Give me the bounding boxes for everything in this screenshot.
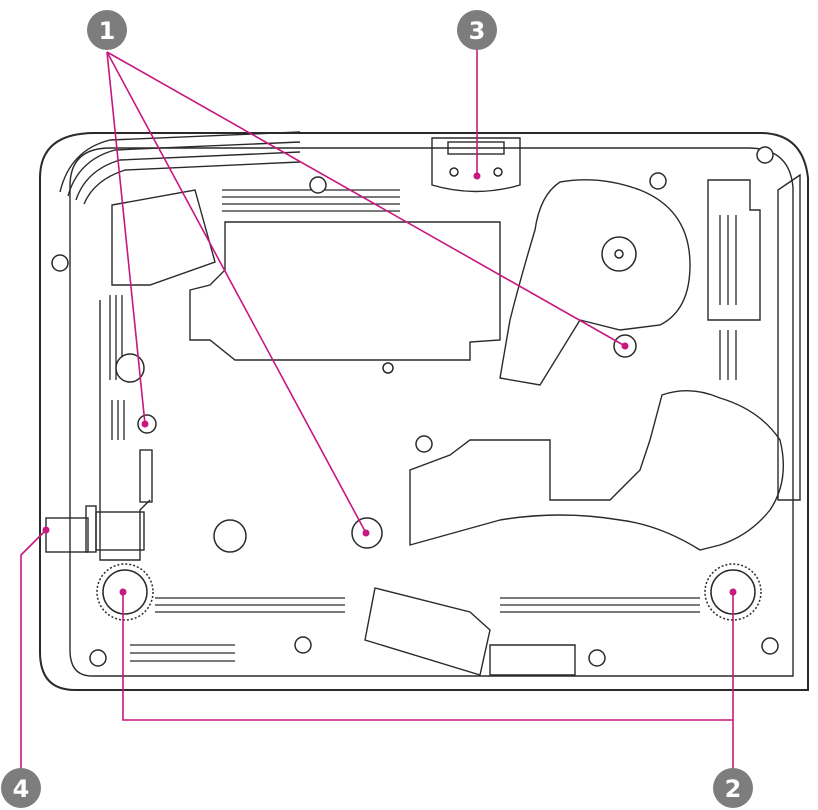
callout-badge-4: 4: [1, 768, 41, 808]
callout-target-dots: [42, 172, 737, 596]
callout-badge-4-label: 4: [13, 775, 30, 803]
callout-badge-3-label: 3: [469, 17, 486, 45]
bottom-tab: [364, 587, 491, 676]
callout-2-leaders: [122, 592, 734, 770]
callout-badge-1-label: 1: [99, 17, 116, 45]
callout-1-leaders: [106, 51, 626, 534]
top-vent-lines: [222, 189, 400, 212]
screw-holes: [51, 146, 779, 667]
center-panel: [189, 221, 501, 361]
body-inner-outline: [69, 147, 794, 677]
rear-foot-bracket: [431, 137, 521, 193]
lamp-housing: [409, 390, 785, 551]
fan-hub-inner: [614, 249, 624, 259]
right-side-panel: [707, 179, 761, 321]
callout-badge-2: 2: [713, 768, 753, 808]
bottom-vent-lines: [130, 597, 700, 662]
body-outer-outline: [39, 132, 809, 691]
left-contour: [99, 300, 151, 561]
callout-badge-2-label: 2: [725, 775, 742, 803]
right-edge-strip: [777, 173, 801, 501]
callout-4-leader: [20, 529, 47, 770]
projector-body: [39, 131, 809, 691]
right-vertical-vents: [719, 215, 737, 380]
callout-badge-3: 3: [457, 10, 497, 50]
callout-badge-1: 1: [87, 10, 127, 50]
lens-mount: [45, 505, 145, 553]
left-tab: [111, 189, 216, 286]
corner-vents: [59, 131, 301, 205]
bottom-latch: [489, 644, 576, 676]
fan-housing: [499, 179, 691, 386]
left-slot: [139, 449, 153, 503]
